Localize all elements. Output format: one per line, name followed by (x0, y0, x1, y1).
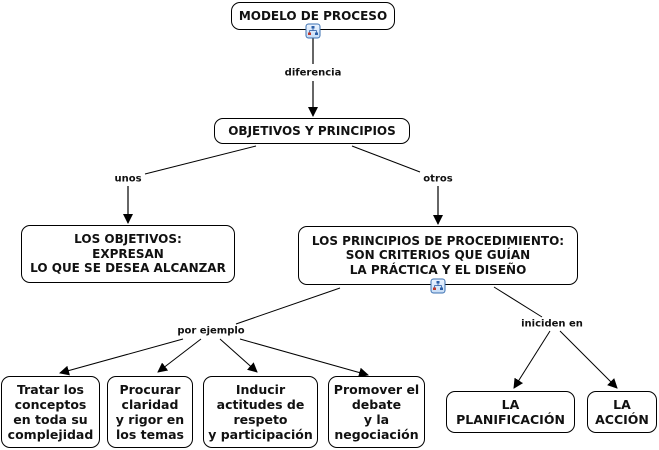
arrow-por-ejemplo-to-procurar (157, 338, 202, 373)
arrow-por-ejemplo-to-inducir (219, 338, 258, 373)
concept-modelo-de-proceso[interactable]: MODELO DE PROCESO (231, 2, 395, 30)
line-los-principios-to-inciden-en (493, 286, 543, 318)
concept-procurar-claridad[interactable]: Procurar claridad y rigor en los temas (107, 376, 193, 448)
arrow-por-ejemplo-to-promover (239, 338, 369, 378)
submap-hierarchy-icon[interactable] (305, 23, 321, 39)
line-los-principios-to-por-ejemplo (235, 287, 341, 325)
link-label-otros[interactable]: otros (421, 173, 455, 185)
line-objetivos-principios-to-unos (144, 145, 257, 175)
arrow-inciden-en-to-accion (559, 330, 618, 389)
arrow-por-ejemplo-to-tratar (59, 338, 184, 376)
concept-inducir-actitudes[interactable]: Inducir actitudes de respeto y participa… (203, 376, 318, 448)
concept-los-objetivos[interactable]: LOS OBJETIVOS: EXPRESAN LO QUE SE DESEA … (21, 225, 235, 283)
concept-la-planificacion[interactable]: LA PLANIFICACIÓN (446, 391, 575, 433)
concept-objetivos-y-principios[interactable]: OBJETIVOS Y PRINCIPIOS (214, 118, 410, 144)
link-label-por-ejemplo[interactable]: por ejemplo (175, 325, 247, 337)
line-objetivos-principios-to-otros (351, 145, 421, 173)
arrow-inciden-en-to-planificacion (513, 330, 551, 389)
link-label-unos[interactable]: unos (112, 173, 144, 185)
concept-tratar-los-conceptos[interactable]: Tratar los conceptos en toda su compleji… (1, 376, 100, 448)
link-label-diferencia[interactable]: diferencia (282, 67, 344, 79)
link-label-inciden-en[interactable]: iniciden en (519, 318, 585, 330)
concept-la-accion[interactable]: LA ACCIÓN (587, 391, 657, 433)
concept-los-principios-de-procedimiento[interactable]: LOS PRINCIPIOS DE PROCEDIMIENTO: SON CRI… (298, 226, 578, 285)
concept-promover-el-debate[interactable]: Promover el debate y la negociación (328, 376, 425, 448)
submap-hierarchy-icon[interactable] (430, 278, 446, 294)
